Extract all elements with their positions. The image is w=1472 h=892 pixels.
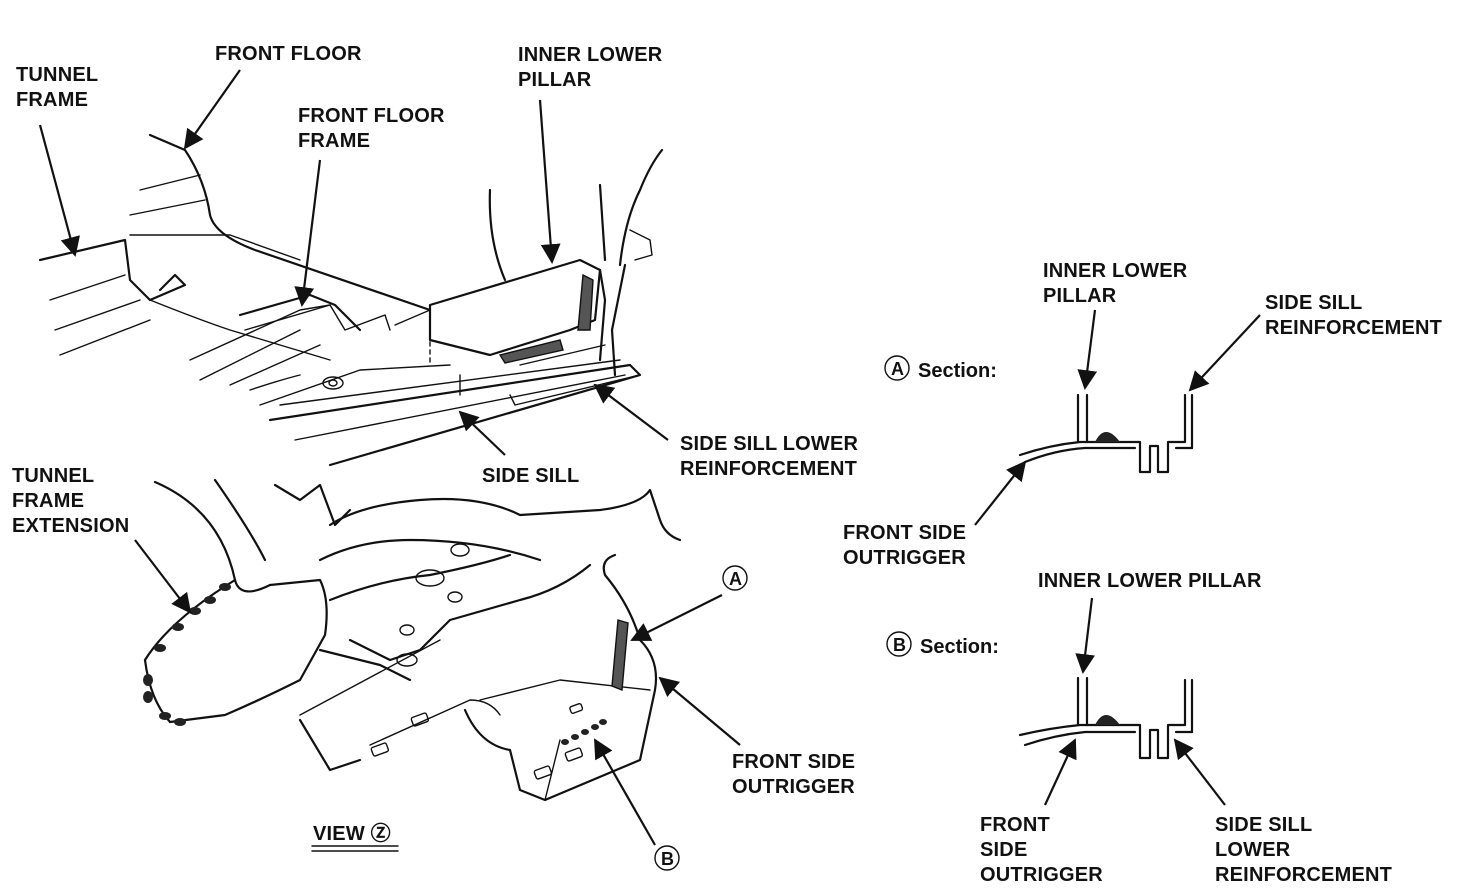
- section-b-inner-lower-pillar: INNER LOWER PILLAR: [1038, 570, 1262, 592]
- label-tunnel-frame-2: FRAME: [16, 89, 88, 111]
- leader-arrows: [38, 69, 741, 846]
- section-b: B Section: INNER LOWER PILLAR FRONT SIDE…: [886, 570, 1392, 886]
- tunnel-extension-welds: [143, 583, 231, 726]
- label-side-sill-lower-reinf-2: REINFORCEMENT: [680, 458, 857, 480]
- section-b-letter: B: [893, 635, 906, 655]
- section-b-side-sill-lower-reinf-2: LOWER: [1215, 839, 1291, 861]
- section-a-letter: A: [891, 359, 904, 379]
- floor-structure-drawing: [38, 133, 664, 467]
- outrigger-welds-b: [561, 719, 607, 745]
- section-a-inner-lower-pillar-2: PILLAR: [1043, 285, 1117, 307]
- section-b-front-side-outrigger-1: FRONT: [980, 814, 1050, 836]
- section-b-front-side-outrigger-3: OUTRIGGER: [980, 864, 1103, 886]
- label-front-floor-frame-1: FRONT FLOOR: [298, 105, 445, 127]
- section-b-title: Section:: [920, 636, 999, 658]
- main-labels: TUNNEL FRAME FRONT FLOOR FRONT FLOOR FRA…: [12, 43, 859, 871]
- callout-b-letter: B: [661, 849, 674, 869]
- callout-a-circle: [722, 565, 748, 591]
- section-a-front-side-outrigger-1: FRONT SIDE: [843, 522, 966, 544]
- label-front-floor: FRONT FLOOR: [215, 43, 362, 65]
- section-a-title: Section:: [918, 360, 997, 382]
- section-a-front-side-outrigger-2: OUTRIGGER: [843, 547, 966, 569]
- section-a-side-sill-reinf-2: REINFORCEMENT: [1265, 317, 1442, 339]
- label-inner-lower-pillar-1: INNER LOWER: [518, 44, 663, 66]
- section-a: A Section: INNER LOWER PILLAR SIDE SILL …: [843, 260, 1442, 569]
- label-front-side-outrigger-2: OUTRIGGER: [732, 776, 855, 798]
- label-tunnel-frame-1: TUNNEL: [16, 64, 98, 86]
- label-front-floor-frame-2: FRAME: [298, 130, 370, 152]
- section-b-front-side-outrigger-2: SIDE: [980, 839, 1027, 861]
- section-a-badge: [884, 355, 910, 381]
- label-tunnel-frame-ext-1: TUNNEL: [12, 465, 94, 487]
- label-inner-lower-pillar-2: PILLAR: [518, 69, 592, 91]
- label-tunnel-frame-ext-3: EXTENSION: [12, 515, 129, 537]
- label-side-sill: SIDE SILL: [482, 465, 579, 487]
- section-a-side-sill-reinf-1: SIDE SILL: [1265, 292, 1362, 314]
- callout-b-circle: [654, 845, 680, 871]
- section-a-inner-lower-pillar-1: INNER LOWER: [1043, 260, 1188, 282]
- section-b-badge: [886, 631, 912, 657]
- callout-a-letter: A: [729, 569, 742, 589]
- label-side-sill-lower-reinf-1: SIDE SILL LOWER: [680, 433, 859, 455]
- label-front-side-outrigger-1: FRONT SIDE: [732, 751, 855, 773]
- label-tunnel-frame-ext-2: FRAME: [12, 490, 84, 512]
- section-b-side-sill-lower-reinf-1: SIDE SILL: [1215, 814, 1312, 836]
- label-view-z: VIEW Ⓩ: [313, 822, 391, 845]
- outrigger-drawing: [143, 478, 682, 802]
- section-b-side-sill-lower-reinf-3: REINFORCEMENT: [1215, 864, 1392, 886]
